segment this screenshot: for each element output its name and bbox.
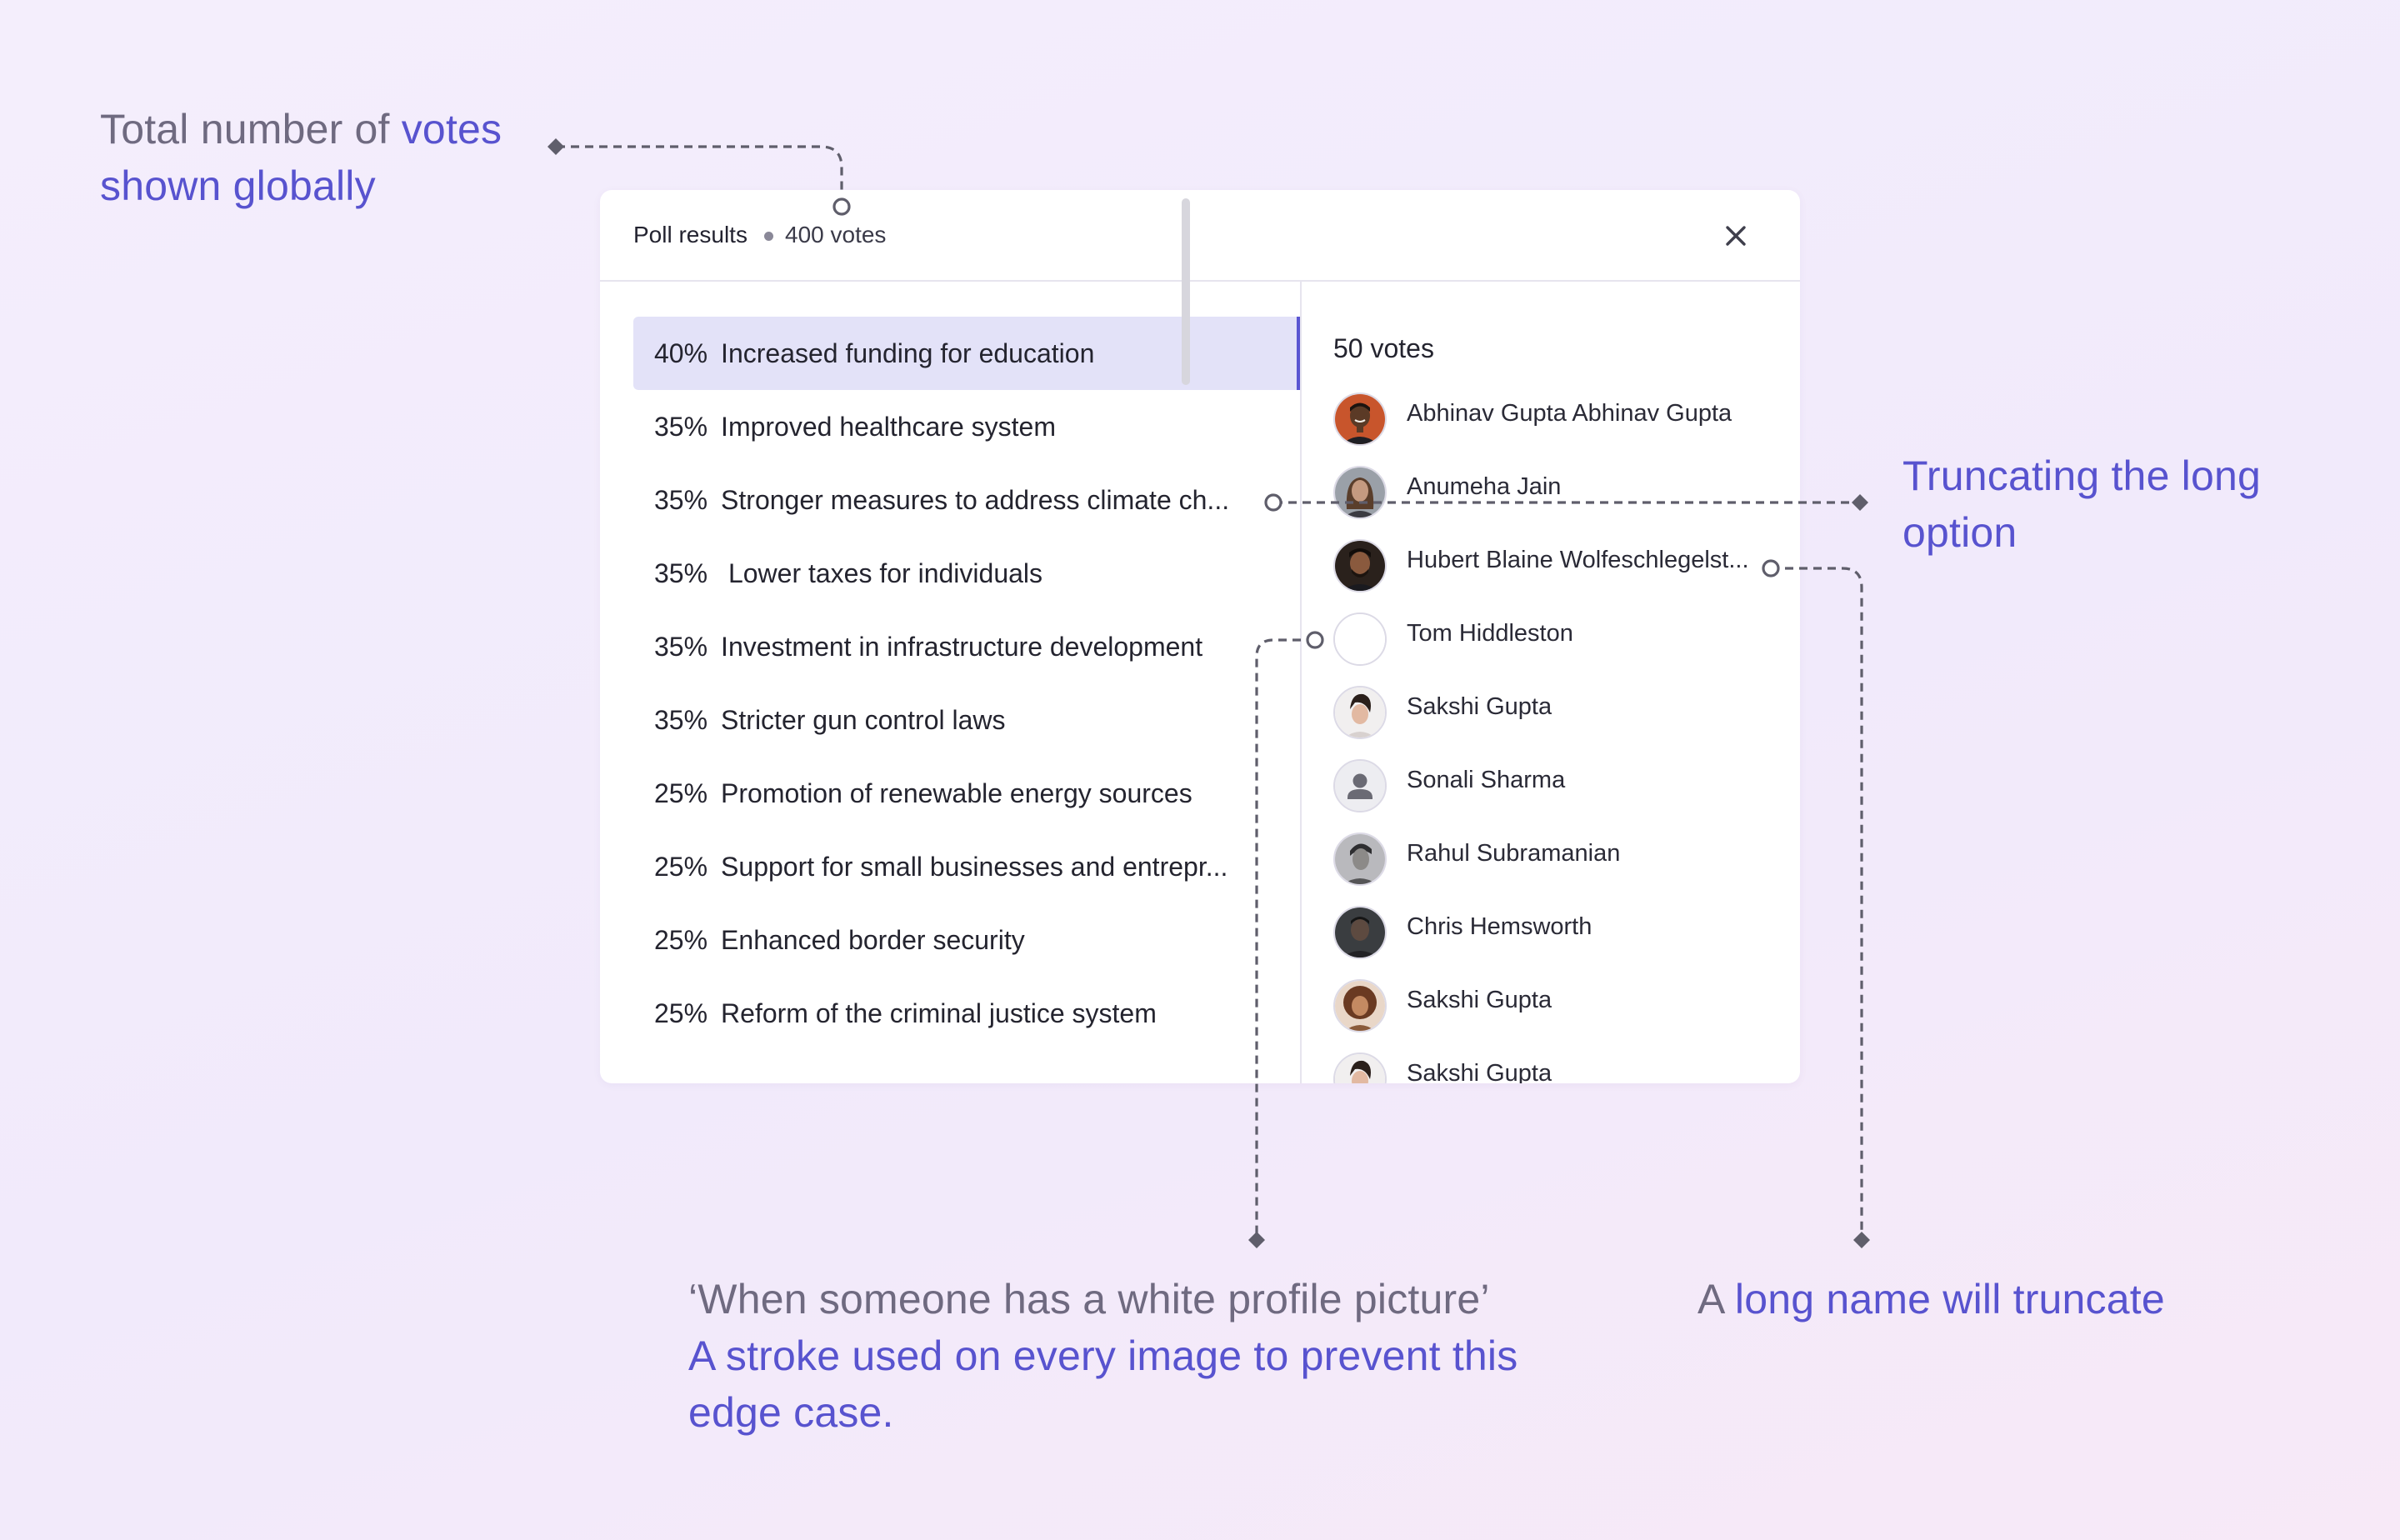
- annotation-accent: edge case.: [688, 1389, 894, 1436]
- modal-header: Poll results 400 votes: [600, 190, 1800, 282]
- poll-option[interactable]: 35% Improved healthcare system: [633, 390, 1267, 463]
- option-label: Stronger measures to address climate ch.…: [721, 485, 1230, 515]
- voter-name: Sakshi Gupta: [1407, 987, 1552, 1013]
- avatar-photo-icon: [1335, 834, 1385, 884]
- avatar: [1333, 979, 1387, 1032]
- poll-option[interactable]: 35% Stronger measures to address climate …: [633, 463, 1267, 537]
- poll-option[interactable]: 25% Reform of the criminal justice system: [633, 977, 1267, 1050]
- voter-item: Chris Hemsworth: [1333, 900, 1783, 973]
- avatar-photo-icon: [1335, 1054, 1385, 1083]
- close-icon: [1726, 226, 1746, 246]
- poll-option[interactable]: 35% Stricter gun control laws: [633, 683, 1267, 757]
- voter-item: Sakshi Gupta: [1333, 680, 1783, 753]
- voter-item: Anumeha Jain: [1333, 460, 1783, 533]
- voter-name: Sonali Sharma: [1407, 767, 1566, 793]
- annotation-long-name: A long name will truncate: [1698, 1271, 2331, 1328]
- avatar-photo-icon: [1335, 394, 1385, 444]
- option-votes-count: 50 votes: [1333, 333, 1434, 363]
- annotation-accent: option: [1902, 509, 2018, 556]
- total-votes-count: 400 votes: [785, 222, 887, 248]
- poll-option[interactable]: 40% Increased funding for education: [633, 317, 1300, 390]
- option-percentage: 35%: [654, 485, 708, 515]
- poll-option[interactable]: 35% Investment in infrastructure developm…: [633, 610, 1267, 683]
- avatar: [1333, 686, 1387, 739]
- voter-name: Tom Hiddleston: [1407, 620, 1573, 647]
- option-label: Improved healthcare system: [721, 412, 1056, 442]
- voter-item: Sakshi Gupta: [1333, 973, 1783, 1047]
- option-percentage: 35%: [654, 632, 708, 662]
- option-percentage: 35%: [654, 412, 708, 442]
- voters-scrollbar[interactable]: [1182, 198, 1190, 385]
- annotation-white-profile: ‘When someone has a white profile pictur…: [688, 1271, 1588, 1441]
- avatar: [1333, 612, 1387, 666]
- avatar: [1333, 906, 1387, 959]
- avatar-white-icon: [1335, 614, 1385, 664]
- avatar-photo-icon: [1335, 468, 1385, 518]
- option-label: Enhanced border security: [721, 925, 1025, 955]
- option-label: Reform of the criminal justice system: [721, 998, 1157, 1028]
- default-person-icon: [1335, 761, 1385, 811]
- poll-option[interactable]: 25% Promotion of renewable energy sources: [633, 757, 1267, 830]
- voter-item: Rahul Subramanian: [1333, 827, 1783, 900]
- voter-name: Anumeha Jain: [1407, 473, 1562, 500]
- poll-options-list: 40% Increased funding for education 35% Im…: [633, 317, 1300, 1050]
- option-percentage: 35%: [654, 705, 708, 735]
- option-percentage: 25%: [654, 778, 708, 808]
- annotation-text: Total number of: [100, 106, 402, 152]
- option-label: Support for small businesses and entrepr…: [721, 852, 1228, 882]
- annotation-text: ‘When someone has a white profile pictur…: [688, 1276, 1490, 1322]
- voter-name: Sakshi Gupta: [1407, 693, 1552, 720]
- annotation-accent: votes: [401, 106, 502, 152]
- avatar-photo-icon: [1335, 541, 1385, 591]
- voter-name: Abhinav Gupta Abhinav Gupta: [1407, 400, 1732, 427]
- voters-list[interactable]: Abhinav Gupta Abhinav Gupta Anumeha Jain: [1333, 387, 1783, 1083]
- avatar: [1333, 1052, 1387, 1083]
- voter-item: Hubert Blaine Wolfeschlegelst...: [1333, 533, 1783, 607]
- voter-item: Tom Hiddleston: [1333, 607, 1783, 680]
- avatar-photo-icon: [1335, 908, 1385, 958]
- annotation-total-votes: Total number of votes shown globally: [100, 101, 567, 214]
- voter-item: Sakshi Gupta: [1333, 1047, 1783, 1083]
- option-label: Increased funding for education: [721, 338, 1095, 368]
- voter-item: Sonali Sharma: [1333, 753, 1783, 827]
- annotation-accent: long name will truncate: [1734, 1276, 2165, 1322]
- avatar: [1333, 539, 1387, 592]
- option-percentage: 40%: [654, 338, 708, 368]
- voter-name: Chris Hemsworth: [1407, 913, 1592, 940]
- avatar-photo-icon: [1335, 688, 1385, 738]
- option-label: Investment in infrastructure development: [721, 632, 1203, 662]
- option-label: Stricter gun control laws: [721, 705, 1006, 735]
- poll-option[interactable]: 25% Support for small businesses and entr…: [633, 830, 1267, 903]
- annotation-truncating-option: Truncating the long option: [1902, 448, 2336, 561]
- option-label: Lower taxes for individuals: [721, 558, 1043, 588]
- annotation-accent: A stroke used on every image to prevent …: [688, 1332, 1518, 1379]
- avatar: [1333, 759, 1387, 812]
- column-divider: [1300, 282, 1302, 1083]
- annotation-accent: Truncating the long: [1902, 452, 2261, 499]
- annotation-text: A: [1698, 1276, 1735, 1322]
- separator-dot: [764, 232, 773, 241]
- avatar: [1333, 392, 1387, 446]
- option-percentage: 35%: [654, 558, 708, 588]
- avatar: [1333, 832, 1387, 886]
- modal-title: Poll results: [633, 222, 748, 248]
- avatar: [1333, 466, 1387, 519]
- poll-results-modal: Poll results 400 votes 40% Increased fund…: [600, 190, 1800, 1083]
- option-percentage: 25%: [654, 852, 708, 882]
- voter-item: Abhinav Gupta Abhinav Gupta: [1333, 387, 1783, 460]
- poll-option[interactable]: 25% Enhanced border security: [633, 903, 1267, 977]
- avatar-photo-icon: [1335, 981, 1385, 1031]
- annotation-accent: shown globally: [100, 162, 376, 209]
- close-button[interactable]: [1720, 220, 1752, 252]
- voter-name: Rahul Subramanian: [1407, 840, 1621, 867]
- voter-name: Sakshi Gupta: [1407, 1060, 1552, 1083]
- option-percentage: 25%: [654, 998, 708, 1028]
- option-percentage: 25%: [654, 925, 708, 955]
- poll-option[interactable]: 35% Lower taxes for individuals: [633, 537, 1267, 610]
- option-label: Promotion of renewable energy sources: [721, 778, 1192, 808]
- voter-name: Hubert Blaine Wolfeschlegelst...: [1407, 547, 1749, 573]
